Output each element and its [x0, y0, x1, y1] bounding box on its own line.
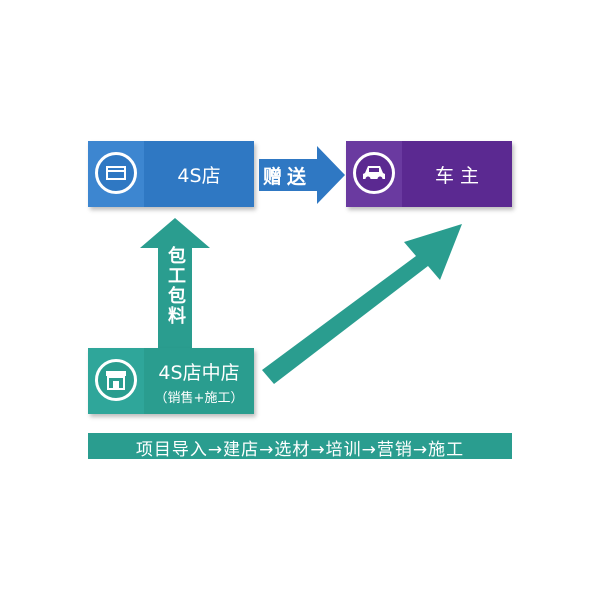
box-car-owner-label: 车 主	[434, 165, 480, 187]
process-bar-text: 项目导入→建店→选材→培训→营销→施工	[135, 440, 465, 460]
car-icon	[353, 152, 395, 194]
box-4s-store: 4S店	[88, 141, 254, 207]
storefront-icon	[95, 152, 137, 194]
package-arrow-label: 包工包料	[165, 246, 186, 326]
box-store-in-store: 4S店中店 （销售+施工）	[88, 348, 254, 414]
process-bar: 项目导入→建店→选材→培训→营销→施工	[88, 433, 512, 460]
upgrade-arrow	[262, 224, 462, 384]
package-arrow	[140, 218, 210, 348]
box-4s-store-label: 4S店	[177, 165, 221, 187]
gift-arrow-label: 赠送	[263, 166, 312, 188]
box-store-in-store-label: 4S店中店	[158, 362, 240, 384]
gift-arrow	[259, 146, 345, 204]
shop-icon	[95, 359, 137, 401]
box-store-in-store-sublabel: （销售+施工）	[154, 391, 244, 406]
box-car-owner: 车 主	[346, 141, 512, 207]
